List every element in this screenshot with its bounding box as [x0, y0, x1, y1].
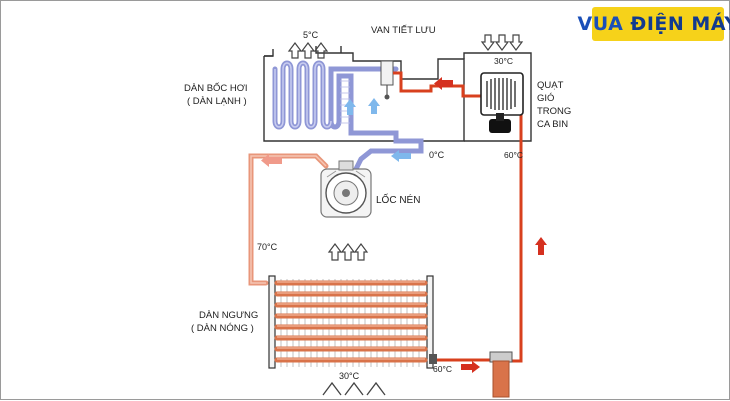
logo-part-2: ĐIỆN MÁY — [630, 13, 730, 35]
fan-air-in-arrows — [480, 34, 524, 51]
evaporator-housing — [263, 46, 465, 142]
evaporator-label-2: ( DÀN LẠNH ) — [187, 96, 247, 107]
condenser-air-in-chevrons — [322, 381, 386, 396]
compressor-label: LỐC NÉN — [376, 192, 420, 206]
discharge-temp: 70°C — [257, 242, 278, 252]
fan-label-4: CA BIN — [537, 119, 568, 130]
condenser-label-1: DÀN NGƯNG — [199, 310, 258, 321]
fan-label-1: QUẠT — [537, 80, 564, 91]
brand-logo: VUA ĐIỆN MÁY — [578, 7, 730, 41]
condenser — [268, 275, 434, 369]
fan-label-3: TRONG — [537, 106, 571, 117]
cold-flow-arrows — [344, 98, 411, 162]
suction-temp: 0°C — [429, 150, 445, 160]
condenser-airflow-arrows — [327, 243, 369, 261]
compressor — [320, 160, 372, 218]
evaporator-fins — [340, 80, 350, 124]
condenser-air-temp: 30°C — [339, 371, 360, 381]
expansion-valve — [380, 60, 394, 86]
evaporator-label-1: DÀN BỐC HƠI — [184, 82, 248, 94]
logo-part-1: VUA — [577, 13, 624, 35]
fan-label-2: GIÓ — [537, 93, 554, 104]
valve-label: VAN TIẾT LƯU — [371, 25, 436, 36]
fan-in-temp: 30°C — [494, 56, 513, 66]
receiver-drier — [489, 351, 513, 398]
hot-flow-arrows — [434, 77, 547, 373]
liquid-line-temp: 60°C — [504, 150, 523, 160]
condenser-label-2: ( DÀN NÓNG ) — [191, 323, 254, 334]
fan-motor — [489, 119, 511, 133]
cool-air-out-arrows — [287, 42, 329, 59]
evaporator-coil — [272, 60, 399, 144]
condenser-out-temp: 60°C — [433, 364, 452, 374]
evap-out-temp: 5°C — [303, 30, 319, 40]
suction-pipe — [353, 130, 424, 172]
discharge-pipe — [248, 153, 329, 286]
warm-flow-arrow — [261, 154, 282, 167]
fan-housing-outline — [463, 52, 532, 142]
